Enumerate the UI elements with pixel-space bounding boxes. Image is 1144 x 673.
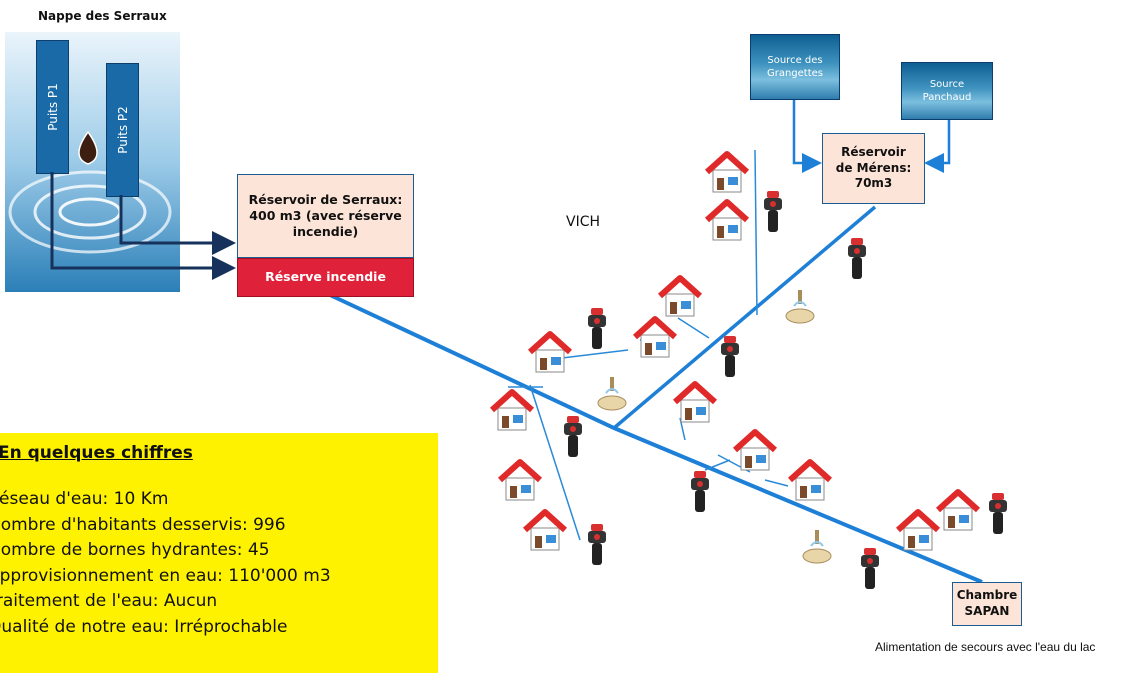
stats-title: En quelques chiffres: [0, 443, 193, 463]
fire-hydrant-icon: [861, 548, 879, 589]
stats-item: Nombre de bornes hydrantes: 45: [0, 540, 270, 560]
stats-item: Traitement de l'eau: Aucun: [0, 591, 218, 611]
fountain-icon: [597, 377, 627, 411]
house-icon: [657, 275, 703, 317]
fire-hydrant-icon: [721, 336, 739, 377]
fountain-icon: [802, 530, 832, 564]
house-icon: [704, 199, 750, 241]
stats-list: Réseau d'eau: 10 Km Nombre d'habitants d…: [0, 487, 331, 640]
fire-hydrant-icon: [989, 493, 1007, 534]
house-icon: [935, 489, 981, 531]
pipe-source-grangettes: [792, 100, 822, 173]
stats-panel: En quelques chiffres Réseau d'eau: 10 Km…: [0, 433, 438, 673]
pipe-source-panchaud: [924, 120, 951, 173]
house-icon: [787, 459, 833, 501]
fountain-icon: [785, 290, 815, 324]
fire-hydrant-icon: [588, 524, 606, 565]
pipe-merens-branch: [612, 205, 877, 430]
pipe-well-p1: [50, 172, 236, 280]
stats-item: Nombre d'habitants desservis: 996: [0, 514, 286, 535]
fire-hydrant-icon: [848, 238, 866, 279]
reservoir-merens: Réservoir de Mérens: 70m3: [822, 133, 925, 204]
house-icon: [704, 151, 750, 193]
house-icon: [527, 331, 573, 373]
house-icon: [732, 429, 778, 471]
well-p1: Puits P1: [36, 40, 69, 174]
house-icon: [497, 459, 543, 501]
fire-reserve-box: Réserve incendie: [237, 258, 414, 297]
house-icon: [895, 509, 941, 551]
fire-hydrant-icon: [564, 416, 582, 457]
fire-hydrant-icon: [588, 308, 606, 349]
house-icon: [672, 381, 718, 423]
stats-item: Qualité de notre eau: Irréprochable: [0, 616, 288, 637]
house-icon: [632, 316, 678, 358]
stats-item: Approvisionnement en eau: 110'000 m3: [0, 565, 331, 586]
stats-item: Réseau d'eau: 10 Km: [0, 489, 169, 509]
nappe-label: Nappe des Serraux: [38, 9, 167, 23]
hydrants-layer: [564, 191, 1007, 589]
backup-supply-note: Alimentation de secours avec l'eau du la…: [875, 640, 1096, 654]
fire-hydrant-icon: [764, 191, 782, 232]
house-icon: [489, 389, 535, 431]
houses-layer: [489, 151, 981, 551]
pipe-well-p2: [119, 195, 236, 255]
house-icon: [522, 509, 568, 551]
water-drop-graphic: [5, 32, 180, 292]
fire-hydrant-icon: [691, 471, 709, 512]
reservoir-serraux: Réservoir de Serraux: 400 m3 (avec réser…: [237, 174, 414, 258]
fountains-layer: [597, 290, 832, 564]
village-label: VICH: [566, 214, 601, 230]
well-p2: Puits P2: [106, 63, 139, 197]
